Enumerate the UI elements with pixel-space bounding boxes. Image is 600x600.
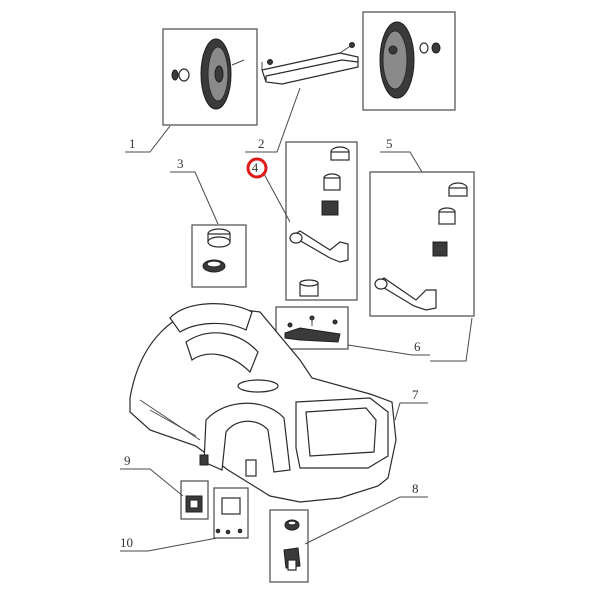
callout-3: 3	[177, 156, 184, 171]
main-body-housing	[129, 303, 397, 503]
part-box-9-clip	[180, 480, 209, 520]
part-box-right-wheel	[362, 11, 456, 111]
part-box-8-valve	[269, 509, 309, 583]
part-box-5-lever-assembly	[369, 171, 475, 317]
callout-10: 10	[120, 535, 133, 550]
part-box-6-fasteners	[275, 306, 349, 350]
callout-8: 8	[412, 481, 419, 496]
callout-6: 6	[414, 339, 421, 354]
axle-bracket	[261, 42, 359, 85]
callout-labels: 1 2 3 4 5 6 7 8 9 10	[120, 136, 421, 550]
part-box-1-left-wheel	[162, 28, 258, 126]
part-box-3-cap-seal	[191, 224, 247, 288]
highlight-circle	[246, 157, 268, 179]
part-box-10-screws	[213, 487, 249, 539]
callout-2: 2	[258, 136, 265, 151]
callout-7: 7	[412, 387, 419, 402]
leader-lines	[120, 87, 473, 552]
callout-4: 4	[252, 160, 259, 175]
callout-1: 1	[129, 136, 136, 151]
callout-5: 5	[386, 136, 393, 151]
callout-9: 9	[124, 453, 131, 468]
part-box-4-lever-assembly	[285, 141, 358, 301]
